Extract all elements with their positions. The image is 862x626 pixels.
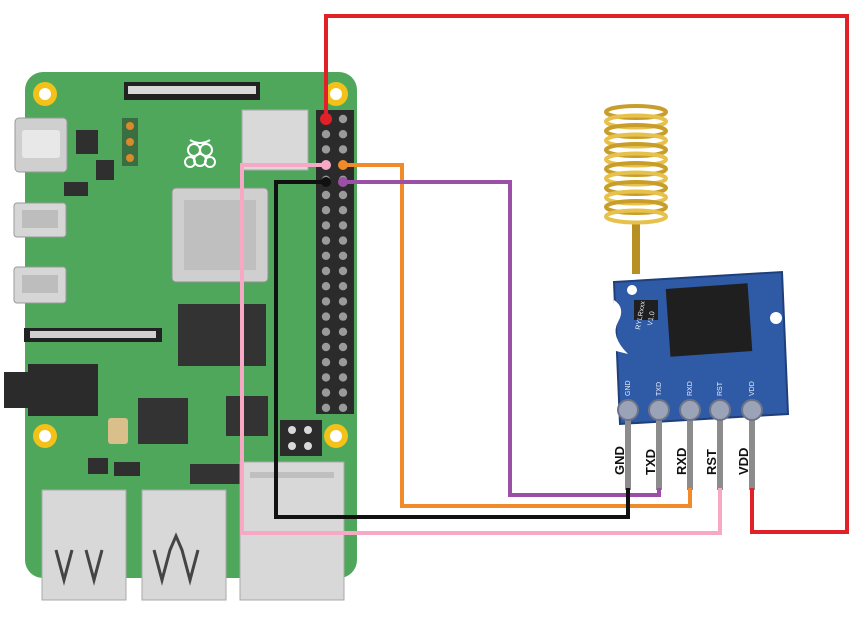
gpio-pin bbox=[338, 190, 348, 200]
red-vdd-wire bbox=[324, 14, 849, 534]
raspberry-logo-icon bbox=[184, 139, 216, 168]
antenna-turn bbox=[604, 180, 668, 196]
gpio-pin bbox=[338, 114, 348, 124]
raspberry-pi-board bbox=[4, 72, 357, 601]
usb-port-2 bbox=[141, 489, 227, 601]
gpio-pin bbox=[321, 373, 331, 382]
module-pin-silkscreen: VDD bbox=[749, 381, 756, 396]
gpio-pin bbox=[321, 145, 331, 154]
module-chip bbox=[665, 283, 753, 357]
gpio-header bbox=[316, 110, 354, 414]
orange-wire-dot bbox=[338, 160, 348, 170]
purple-txd-wire bbox=[343, 180, 661, 497]
black-wire-dot bbox=[321, 177, 331, 187]
module-version-silkscreen: V1.0 bbox=[647, 311, 656, 327]
antenna-turn bbox=[604, 170, 668, 187]
antenna-turn bbox=[604, 189, 668, 206]
usb-port-1 bbox=[41, 489, 127, 601]
gpio-pin bbox=[321, 403, 331, 412]
gpio-pin bbox=[321, 130, 331, 139]
gpio-pin bbox=[338, 130, 348, 139]
pink-rst-wire bbox=[240, 163, 722, 535]
module-pin-silkscreen: GND bbox=[625, 380, 632, 396]
module-pin-silkscreen: RST bbox=[717, 381, 724, 396]
module-pin-silkscreen: RXD bbox=[687, 381, 694, 396]
gpio-pin bbox=[321, 282, 331, 291]
antenna-turn bbox=[604, 123, 668, 139]
mounting-holes bbox=[33, 82, 348, 448]
antenna-turn bbox=[604, 161, 668, 177]
gpio-pin bbox=[338, 145, 348, 154]
gpio-pin bbox=[338, 297, 348, 306]
gpio-pin bbox=[338, 282, 348, 291]
pink-wire-dot bbox=[321, 160, 331, 170]
antenna-coil bbox=[604, 104, 668, 274]
gpio-pin bbox=[338, 373, 348, 382]
antenna-turn bbox=[604, 113, 668, 130]
gpio-pin bbox=[338, 312, 348, 321]
gpio-pin bbox=[338, 403, 348, 412]
module-header-pin bbox=[687, 412, 693, 490]
module-pin-silkscreen: TXD bbox=[656, 382, 663, 396]
purple-wire-dot bbox=[338, 177, 348, 187]
wires bbox=[240, 14, 849, 535]
antenna-turn bbox=[604, 104, 668, 120]
gpio-pin bbox=[338, 266, 348, 276]
gpio-pin bbox=[338, 221, 348, 230]
gpio-pin bbox=[338, 236, 348, 245]
gpio-pin bbox=[321, 206, 331, 215]
pin-label-gnd: GND bbox=[612, 446, 627, 475]
gpio-pin bbox=[338, 251, 348, 260]
module-header-pin bbox=[749, 412, 755, 490]
gpio-pin bbox=[338, 388, 348, 397]
poe-header bbox=[280, 420, 322, 456]
antenna-turn bbox=[604, 208, 668, 225]
gpio-pin bbox=[338, 327, 348, 336]
antenna-turn bbox=[604, 132, 668, 149]
gpio-housing bbox=[316, 110, 354, 414]
ram-chip bbox=[178, 304, 266, 366]
gpio-pin bbox=[321, 327, 331, 336]
module-header-pin bbox=[656, 412, 662, 490]
gpio-pin bbox=[321, 266, 331, 276]
pin-label-rxd: RXD bbox=[674, 448, 689, 475]
module-pin-pad bbox=[741, 399, 763, 421]
pin-label-vdd: VDD bbox=[736, 448, 751, 475]
gpio-pin bbox=[321, 388, 331, 397]
gpio-pin bbox=[321, 312, 331, 321]
module-header-pin bbox=[717, 412, 723, 490]
gpio-pin bbox=[338, 342, 348, 352]
module-pin-labels: GND TXD RXD RST VDD bbox=[612, 446, 751, 475]
gpio-pin bbox=[321, 236, 331, 245]
antenna-turn bbox=[604, 151, 668, 168]
gpio-pin bbox=[321, 358, 331, 367]
orange-rxd-wire bbox=[343, 163, 692, 508]
gpio-pin bbox=[338, 358, 348, 367]
module-pin-pad bbox=[679, 399, 701, 421]
pin-label-txd: TXD bbox=[643, 449, 658, 475]
gpio-pin bbox=[321, 190, 331, 200]
antenna-turn bbox=[604, 142, 668, 158]
gpio-pin bbox=[321, 251, 331, 260]
module-pin-pad bbox=[709, 399, 731, 421]
module-header-pin bbox=[625, 412, 631, 490]
gpio-pin bbox=[321, 342, 331, 352]
module-pin-pad bbox=[648, 399, 670, 421]
gpio-pin bbox=[321, 221, 331, 230]
pin-label-rst: RST bbox=[704, 449, 719, 475]
wifi-shield bbox=[241, 109, 309, 171]
red-wire-dot bbox=[320, 113, 332, 125]
antenna-turn bbox=[604, 199, 668, 215]
gpio-pin bbox=[321, 297, 331, 306]
black-gnd-wire bbox=[274, 180, 630, 519]
gpio-pin bbox=[338, 206, 348, 215]
audio-jack bbox=[4, 372, 30, 408]
module-pin-pad bbox=[617, 399, 639, 421]
